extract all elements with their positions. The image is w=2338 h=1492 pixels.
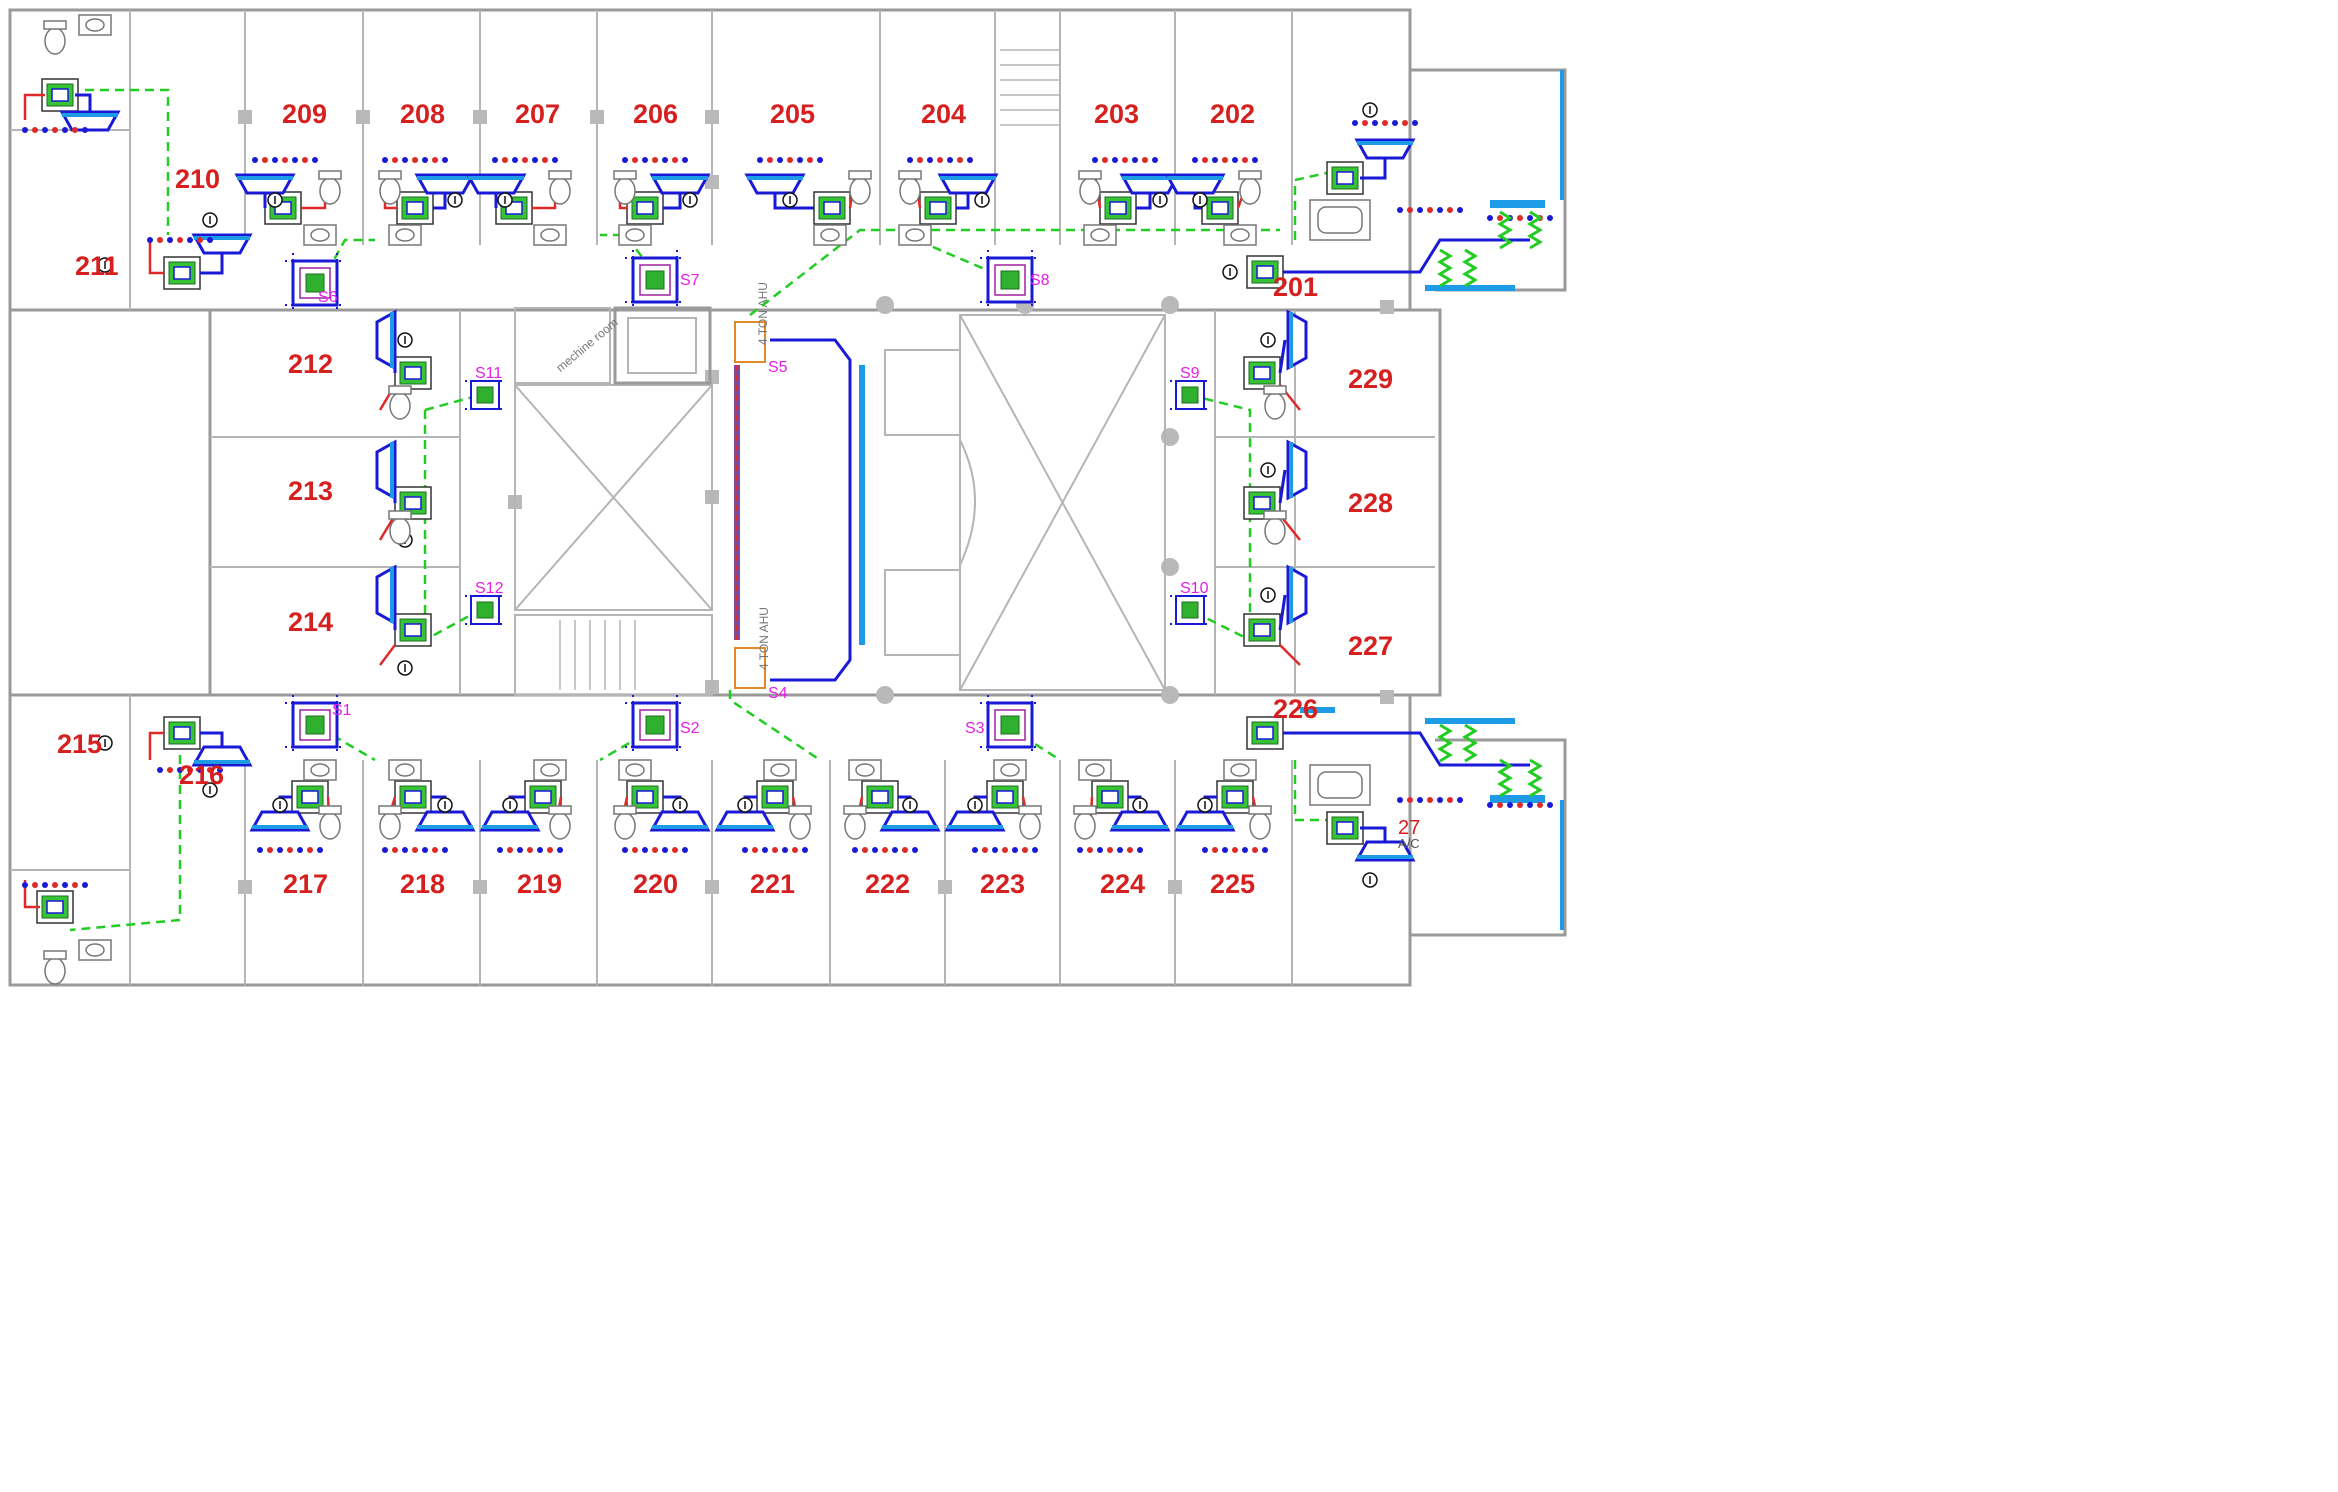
ahu-tag-s4: 4 TON AHU [757,607,771,670]
unit-label: S3 [965,720,985,737]
unit-label: S6 [318,289,338,306]
room-partitions-sides [210,310,1435,695]
room-label-203: 203 [1094,99,1139,129]
unit-label: S1 [332,702,352,719]
room-labels: 209 208 207 206 205 204 203 202 217 218 … [57,99,1420,899]
flex-connectors [1437,210,1543,798]
ceiling-cassette-icon [978,693,1042,757]
room-label-222: 222 [865,869,910,899]
ceiling-cassette-icon [464,380,506,410]
room-label-223: 223 [980,869,1025,899]
room-label-226: 226 [1273,694,1318,724]
room-label-215: 215 [57,729,102,759]
room-label-partial-sub: A/C [1398,836,1420,851]
room-label-207: 207 [515,99,560,129]
unit-label: S10 [1180,580,1209,597]
room-label-219: 219 [517,869,562,899]
room-label-201: 201 [1273,272,1318,302]
central-supply-duct: 4 TON AHU 4 TON AHU [734,282,865,689]
room-label-228: 228 [1348,488,1393,518]
room-label-205: 205 [770,99,815,129]
room-partitions-bottom [10,695,1293,985]
building-core: mechine room [514,49,1166,696]
ahu-tag-s5: 4 TON AHU [756,282,770,345]
room-label-206: 206 [633,99,678,129]
unit-label: S12 [475,580,504,597]
room-partitions-top [10,10,1293,310]
ceiling-cassette-icon [464,595,506,625]
room-label-227: 227 [1348,631,1393,661]
room-label-217: 217 [283,869,328,899]
room-label-216: 216 [179,760,224,790]
bathroom-fixtures [43,14,1371,985]
unit-label: S9 [1180,365,1200,382]
ceiling-cassette-icon [623,693,687,757]
room-label-224: 224 [1100,869,1145,899]
unit-label: S2 [680,720,700,737]
unit-label: S11 [475,365,502,382]
room-label-220: 220 [633,869,678,899]
drain-pipes [69,88,1341,932]
room-label-204: 204 [921,99,966,129]
unit-label: S8 [1030,272,1050,289]
room-label-221: 221 [750,869,795,899]
room-label-225: 225 [1210,869,1255,899]
columns [238,110,1394,894]
room-label-212: 212 [288,349,333,379]
room-label-229: 229 [1348,364,1393,394]
ceiling-cassette-icon [1169,380,1211,410]
room-label-213: 213 [288,476,333,506]
diffusers [60,110,1545,862]
room-label-211: 211 [75,251,119,281]
room-label-210: 210 [175,164,220,194]
room-label-214: 214 [288,607,333,637]
room-label-218: 218 [400,869,445,899]
room-label-partial: 27 [1398,817,1420,839]
room-label-208: 208 [400,99,445,129]
unit-label: S7 [680,272,700,289]
unit-labels: S1 S2 S3 S4 S5 S6 S7 S8 S9 S10 S11 S12 [318,272,1209,737]
unit-label: S4 [768,685,788,702]
room-label-209: 209 [282,99,327,129]
unit-label: S5 [768,359,788,376]
ceiling-cassette-icon [623,248,687,312]
room-label-202: 202 [1210,99,1255,129]
ceiling-cassette-icon [1169,595,1211,625]
